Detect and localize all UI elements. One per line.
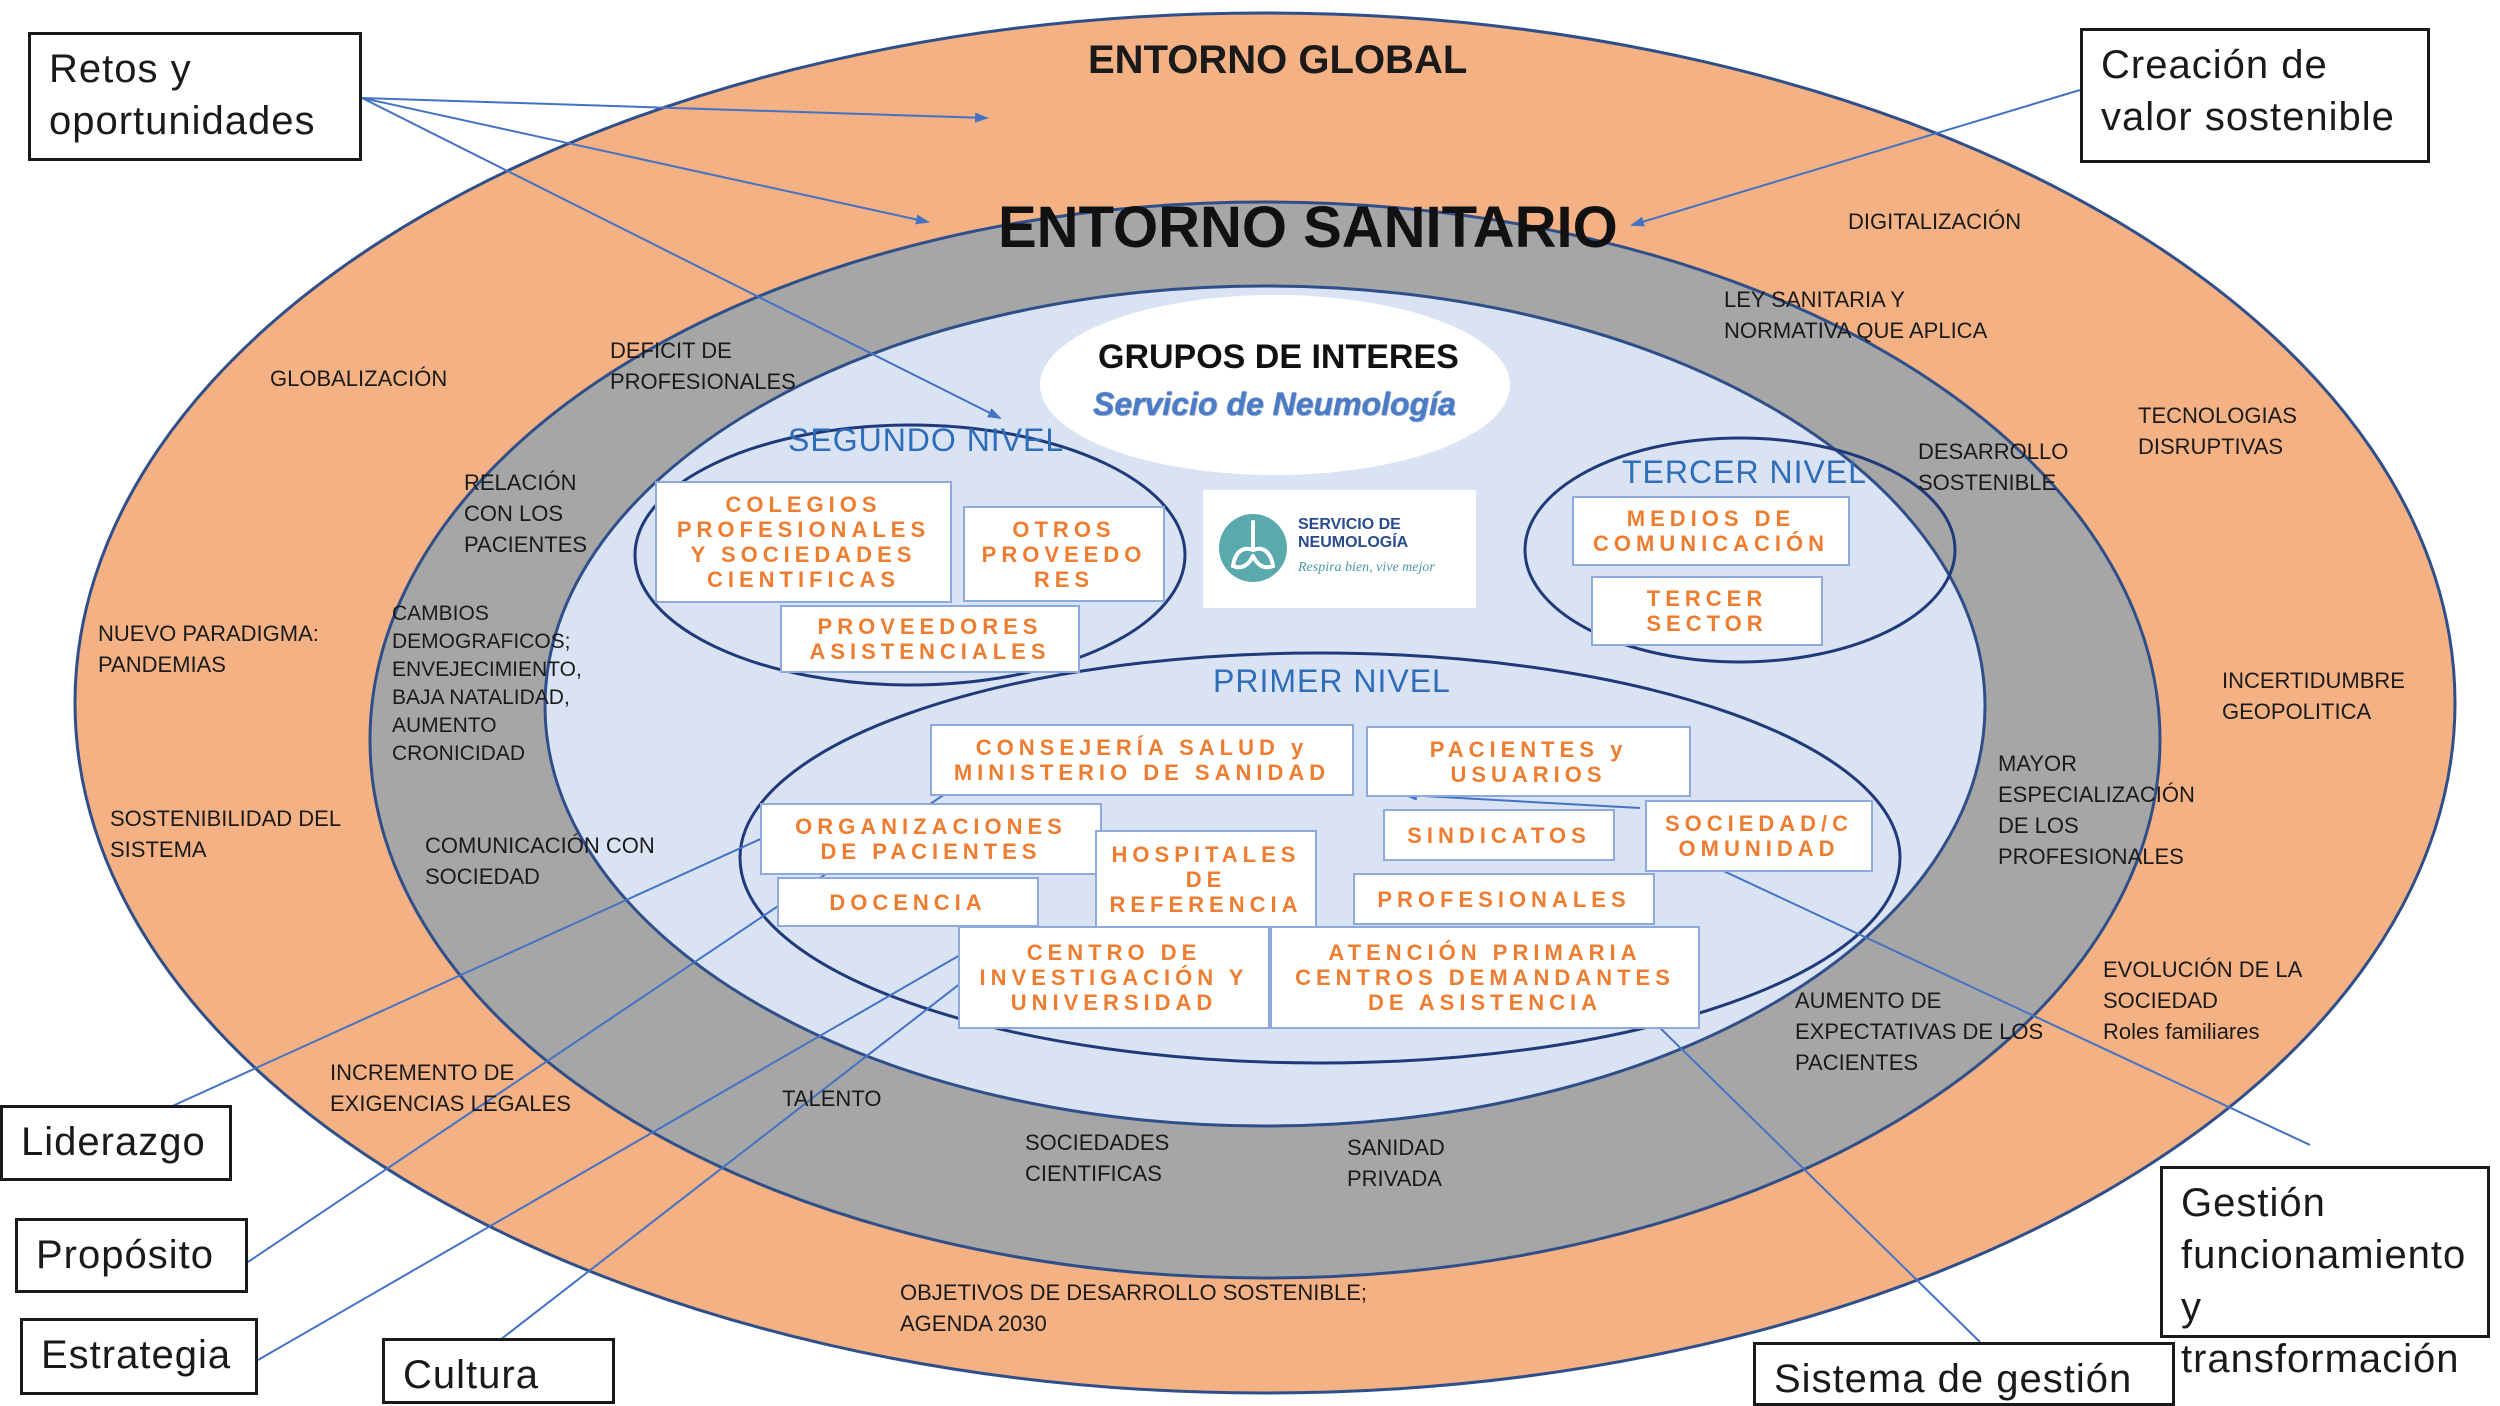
connector-retos-sanitario bbox=[361, 97, 930, 225]
logo-name: SERVICIO DE NEUMOLOGÍA bbox=[1298, 516, 1409, 551]
box-otros-proveedores: OTROS PROVEEDO RES bbox=[963, 506, 1165, 602]
pandemias-text: NUEVO PARADIGMA: PANDEMIAS bbox=[98, 621, 319, 677]
tecnologias-text: TECNOLOGIAS DISRUPTIVAS bbox=[2138, 403, 2297, 459]
entorno-global-title: ENTORNO GLOBAL bbox=[1088, 38, 1468, 82]
logo-tagline: Respira bien, vive mejor bbox=[1298, 560, 1435, 575]
primer-nivel-label: PRIMER NIVEL bbox=[1213, 663, 1451, 699]
box-sindicatos: SINDICATOS bbox=[1383, 809, 1615, 861]
connector-gestion bbox=[1714, 866, 2311, 1146]
connector-retos-segundo bbox=[361, 97, 1002, 419]
tercer-nivel-label: TERCER NIVEL bbox=[1622, 454, 1867, 490]
servicio-neumologia-title: Servicio de Neumología bbox=[1093, 386, 1456, 422]
box-investigacion: CENTRO DE INVESTIGACIÓN Y UNIVERSIDAD bbox=[958, 926, 1270, 1029]
box-colegios: COLEGIOS PROFESIONALES Y SOCIEDADES CIEN… bbox=[655, 481, 952, 603]
callout-retos: Retos y oportunidades bbox=[28, 32, 362, 161]
deficit-text: DEFICIT DE PROFESIONALES bbox=[610, 338, 796, 394]
grupos-title-oval bbox=[1040, 295, 1510, 475]
callout-creacion-valor: Creación de valor sostenible bbox=[2080, 28, 2430, 163]
ley-sanitaria-text: LEY SANITARIA Y NORMATIVA QUE APLICA bbox=[1724, 287, 1988, 343]
connector-liderazgo bbox=[167, 821, 799, 1109]
box-pacientes-usuarios: PACIENTES y USUARIOS bbox=[1366, 726, 1691, 797]
sociedades-cientificas-text: SOCIEDADES CIENTIFICAS bbox=[1025, 1130, 1170, 1186]
box-profesionales: PROFESIONALES bbox=[1353, 873, 1655, 925]
connector-creacion-sanitario bbox=[1630, 89, 2081, 227]
box-consejeria: CONSEJERÍA SALUD y MINISTERIO DE SANIDAD bbox=[930, 724, 1354, 796]
comunicacion-sociedad-text: COMUNICACIÓN CON SOCIEDAD bbox=[425, 833, 655, 889]
sanidad-privada-text: SANIDAD PRIVADA bbox=[1347, 1135, 1445, 1191]
callout-estrategia: Estrategia bbox=[20, 1318, 258, 1395]
sostenibilidad-text: SOSTENIBILIDAD DEL SISTEMA bbox=[110, 806, 342, 862]
box-organizaciones-pacientes: ORGANIZACIONES DE PACIENTES bbox=[760, 803, 1102, 875]
grupos-interes-title: GRUPOS DE INTERES bbox=[1098, 338, 1459, 376]
callout-sistema-gestion: Sistema de gestión bbox=[1753, 1342, 2175, 1406]
servicio-neumologia-logo: SERVICIO DE NEUMOLOGÍA Respira bien, viv… bbox=[1203, 490, 1476, 608]
callout-proposito: Propósito bbox=[15, 1218, 248, 1293]
evolucion-sociedad-text: EVOLUCIÓN DE LA SOCIEDAD Roles familiare… bbox=[2103, 957, 2303, 1044]
callout-gestion-funcionamiento: Gestión funcionamiento y transformación bbox=[2160, 1166, 2490, 1381]
cambios-demograficos-text: CAMBIOS DEMOGRAFICOS; ENVEJECIMIENTO, BA… bbox=[392, 602, 582, 765]
connector-cultura bbox=[499, 944, 1011, 1341]
expectativas-text: AUMENTO DE EXPECTATIVAS DE LOS PACIENTES bbox=[1795, 988, 2044, 1075]
globalizacion-text: GLOBALIZACIÓN bbox=[270, 366, 448, 391]
box-hospitales: HOSPITALES DE REFERENCIA bbox=[1095, 830, 1317, 929]
entorno-sanitario-title: ENTORNO SANITARIO bbox=[998, 195, 1618, 260]
box-tercer-sector: TERCER SECTOR bbox=[1591, 576, 1823, 646]
tercer-nivel-ellipse bbox=[1523, 436, 1957, 664]
box-medios-comunicacion: MEDIOS DE COMUNICACIÓN bbox=[1572, 496, 1850, 566]
incertidumbre-text: INCERTIDUMBRE GEOPOLITICA bbox=[2222, 668, 2405, 724]
box-proveedores-asistenciales: PROVEEDORES ASISTENCIALES bbox=[780, 605, 1080, 673]
callout-cultura: Cultura bbox=[382, 1338, 615, 1404]
relacion-pacientes-text: RELACIÓN CON LOS PACIENTES bbox=[464, 470, 588, 557]
segundo-nivel-ellipse bbox=[633, 423, 1187, 687]
connector-sistema bbox=[1649, 1017, 1981, 1343]
talento-text: TALENTO bbox=[782, 1086, 882, 1111]
ods-text: OBJETIVOS DE DESARROLLO SOSTENIBLE; AGEN… bbox=[900, 1280, 1368, 1336]
connector-estrategia bbox=[257, 931, 1001, 1361]
digitalizacion-text: DIGITALIZACIÓN bbox=[1848, 209, 2022, 234]
primer-nivel-ellipse bbox=[738, 651, 1902, 1065]
connector-retos-global bbox=[361, 97, 989, 123]
desarrollo-sostenible-text: DESARROLLO SOSTENIBLE bbox=[1918, 439, 2069, 495]
exigencias-legales-text: INCREMENTO DE EXIGENCIAS LEGALES bbox=[330, 1060, 571, 1116]
box-docencia: DOCENCIA bbox=[777, 877, 1039, 927]
connector-sindicatos-pacientes bbox=[1403, 790, 1641, 809]
lungs-icon bbox=[1219, 514, 1287, 582]
callout-liderazgo: Liderazgo bbox=[0, 1105, 232, 1181]
box-sociedad-comunidad: SOCIEDAD/C OMUNIDAD bbox=[1645, 800, 1873, 872]
especializacion-text: MAYOR ESPECIALIZACIÓN DE LOS PROFESIONAL… bbox=[1998, 751, 2195, 869]
segundo-nivel-label: SEGUNDO NIVEL bbox=[788, 422, 1065, 458]
box-atencion-primaria: ATENCIÓN PRIMARIA CENTROS DEMANDANTES DE… bbox=[1270, 926, 1700, 1029]
